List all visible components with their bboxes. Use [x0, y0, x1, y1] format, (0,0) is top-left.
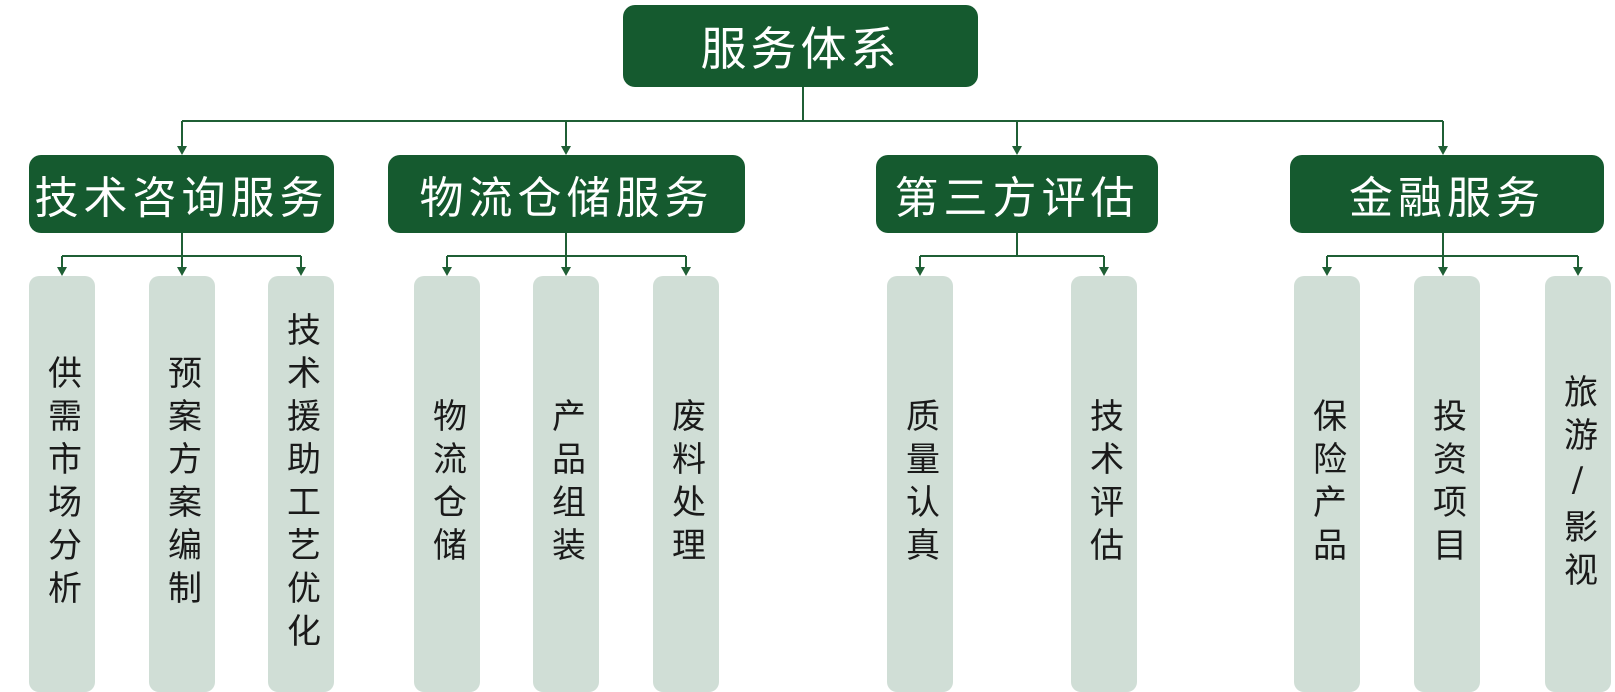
category-label: 第三方评估 — [894, 173, 1140, 224]
cat-1-arrow-3 — [296, 267, 306, 276]
category-logistics-warehousing: 物流仓储服务 — [388, 155, 745, 233]
leaf-label: 废料处理 — [665, 398, 706, 570]
category-label: 技术咨询服务 — [34, 173, 329, 224]
cat-3-arrow-2 — [1099, 267, 1109, 276]
arrow-cat-4 — [1438, 146, 1448, 155]
cat-3-arrow-1 — [915, 267, 925, 276]
leaf-tourism-film: 旅游/影视 — [1545, 276, 1611, 692]
leaf-label: 产品组装 — [545, 398, 586, 570]
arrow-cat-1 — [177, 146, 187, 155]
arrow-cat-2 — [561, 146, 571, 155]
leaf-label: 技术援助工艺优化 — [280, 312, 321, 656]
leaf-technical-assistance: 技术援助工艺优化 — [268, 276, 334, 692]
leaf-technical-assessment: 技术评估 — [1071, 276, 1137, 692]
category-label: 物流仓储服务 — [419, 173, 714, 224]
leaf-quality-certification: 质量认真 — [887, 276, 953, 692]
leaf-label: 物流仓储 — [426, 398, 467, 570]
leaf-label: 旅游/影视 — [1557, 373, 1598, 595]
arrow-cat-3 — [1012, 146, 1022, 155]
cat-4-arrow-2 — [1438, 267, 1448, 276]
leaf-supply-demand-analysis: 供需市场分析 — [29, 276, 95, 692]
category-label: 金融服务 — [1349, 173, 1545, 224]
category-financial-services: 金融服务 — [1290, 155, 1604, 233]
cat-1-arrow-1 — [57, 267, 67, 276]
category-third-party-assessment: 第三方评估 — [876, 155, 1158, 233]
cat-2-arrow-3 — [681, 267, 691, 276]
cat-2-arrow-1 — [442, 267, 452, 276]
leaf-insurance-products: 保险产品 — [1294, 276, 1360, 692]
leaf-label: 供需市场分析 — [41, 355, 82, 613]
leaf-waste-disposal: 废料处理 — [653, 276, 719, 692]
cat-4-arrow-3 — [1573, 267, 1583, 276]
leaf-label: 预案方案编制 — [161, 355, 202, 613]
leaf-product-assembly: 产品组装 — [533, 276, 599, 692]
root-label: 服务体系 — [700, 22, 901, 76]
cat-4-arrow-1 — [1322, 267, 1332, 276]
leaf-plan-drafting: 预案方案编制 — [149, 276, 215, 692]
root-node: 服务体系 — [623, 5, 978, 87]
leaf-label: 投资项目 — [1426, 398, 1467, 570]
leaf-label: 质量认真 — [899, 398, 940, 570]
leaf-label: 技术评估 — [1083, 398, 1124, 570]
leaf-investment-projects: 投资项目 — [1414, 276, 1480, 692]
cat-2-arrow-2 — [561, 267, 571, 276]
leaf-logistics-warehousing: 物流仓储 — [414, 276, 480, 692]
leaf-label: 保险产品 — [1306, 398, 1347, 570]
cat-1-arrow-2 — [177, 267, 187, 276]
category-tech-consulting: 技术咨询服务 — [29, 155, 334, 233]
